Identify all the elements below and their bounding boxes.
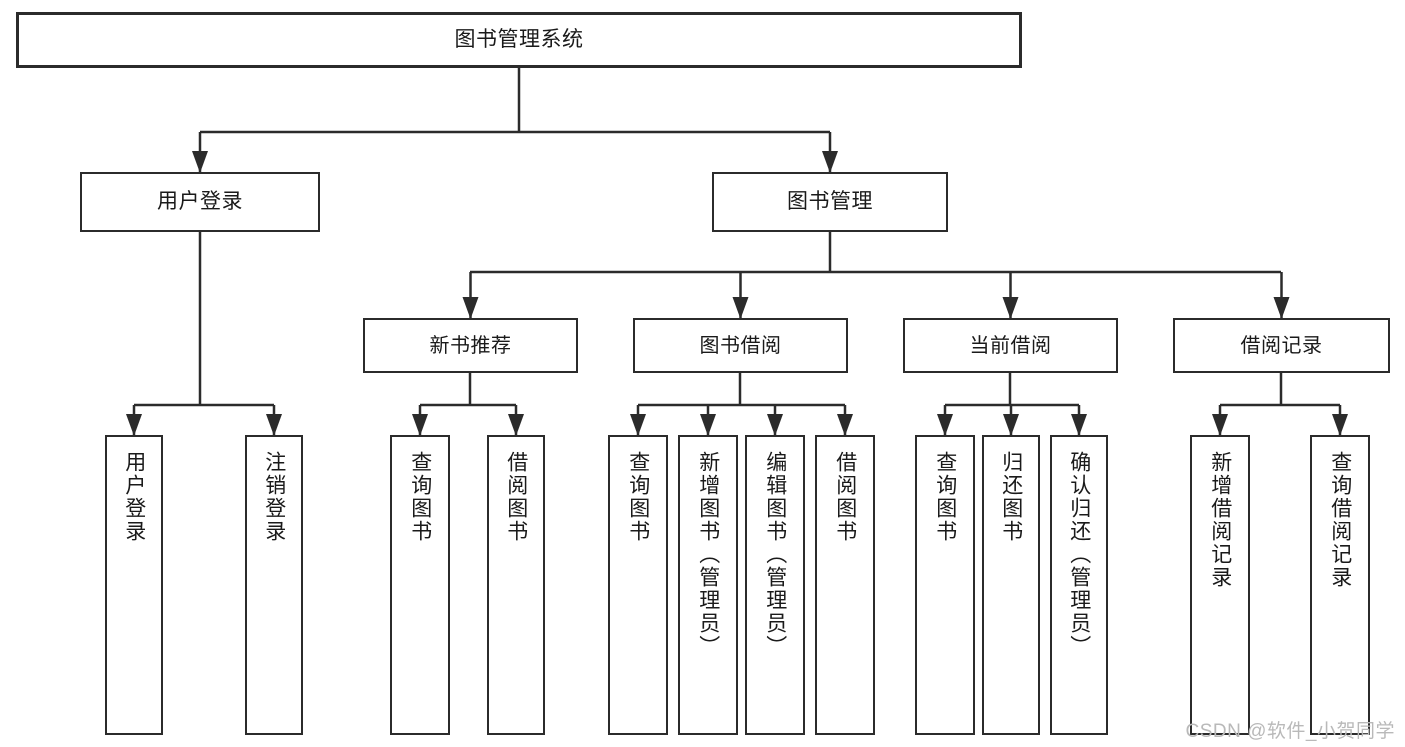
arrowhead-to-l-query1 — [412, 414, 428, 436]
node-label: 新书推荐 — [429, 334, 512, 357]
node-label: 查询图书 — [626, 451, 650, 543]
arrowhead-to-records — [1273, 297, 1290, 319]
node-label: 用户登录 — [157, 190, 243, 214]
watermark-label: CSDN @软件_小贺同学 — [1185, 721, 1395, 742]
node-label: 查询借阅记录 — [1328, 451, 1352, 589]
node-current[interactable]: 当前借阅 — [903, 318, 1118, 373]
node-l-edit[interactable]: 编辑图书（管理员） — [745, 435, 805, 735]
arrowhead-to-l-confirm — [1071, 414, 1087, 436]
node-label: 确认归还（管理员） — [1067, 451, 1091, 658]
arrowhead-to-newbook — [462, 297, 479, 319]
node-l-borrow2[interactable]: 借阅图书 — [815, 435, 875, 735]
node-l-logout[interactable]: 注销登录 — [245, 435, 303, 735]
node-label: 归还图书 — [999, 451, 1023, 543]
node-label: 借阅图书 — [833, 451, 857, 543]
node-bookmgmt[interactable]: 图书管理 — [712, 172, 948, 232]
node-l-borrow1[interactable]: 借阅图书 — [487, 435, 545, 735]
node-l-queryrec[interactable]: 查询借阅记录 — [1310, 435, 1370, 735]
node-label: 用户登录 — [122, 451, 146, 543]
node-l-query1[interactable]: 查询图书 — [390, 435, 450, 735]
arrowhead-to-l-add — [700, 414, 716, 436]
arrowhead-to-l-borrow2 — [837, 414, 853, 436]
node-l-addrec[interactable]: 新增借阅记录 — [1190, 435, 1250, 735]
node-records[interactable]: 借阅记录 — [1173, 318, 1390, 373]
node-label: 编辑图书（管理员） — [763, 451, 787, 658]
node-newbook[interactable]: 新书推荐 — [363, 318, 578, 373]
arrowhead-to-l-addrec — [1212, 414, 1228, 436]
node-borrow[interactable]: 图书借阅 — [633, 318, 848, 373]
node-l-query2[interactable]: 查询图书 — [608, 435, 668, 735]
arrowhead-to-l-query2 — [630, 414, 646, 436]
node-label: 当前借阅 — [969, 334, 1052, 357]
node-l-confirm[interactable]: 确认归还（管理员） — [1050, 435, 1108, 735]
arrowhead-to-bookmgmt — [822, 151, 838, 173]
arrowhead-to-l-query3 — [937, 414, 953, 436]
node-label: 图书管理系统 — [454, 28, 584, 52]
arrowhead-to-l-queryrec — [1332, 414, 1348, 436]
node-label: 图书借阅 — [699, 334, 782, 357]
arrowhead-to-l-login — [126, 414, 142, 436]
arrowhead-to-l-borrow1 — [508, 414, 524, 436]
node-label: 借阅图书 — [504, 451, 528, 543]
arrowhead-to-l-return — [1003, 414, 1019, 436]
node-label: 借阅记录 — [1240, 334, 1323, 357]
node-l-query3[interactable]: 查询图书 — [915, 435, 975, 735]
arrowhead-to-current — [1002, 297, 1019, 319]
node-label: 新增借阅记录 — [1208, 451, 1232, 589]
node-login[interactable]: 用户登录 — [80, 172, 320, 232]
node-label: 新增图书（管理员） — [696, 451, 720, 658]
arrowhead-to-login — [192, 151, 208, 173]
node-label: 注销登录 — [262, 451, 286, 543]
node-l-add[interactable]: 新增图书（管理员） — [678, 435, 738, 735]
node-label: 查询图书 — [933, 451, 957, 543]
arrowhead-to-l-logout — [266, 414, 282, 436]
node-l-login[interactable]: 用户登录 — [105, 435, 163, 735]
node-l-return[interactable]: 归还图书 — [982, 435, 1040, 735]
arrowhead-to-l-edit — [767, 414, 783, 436]
node-root[interactable]: 图书管理系统 — [16, 12, 1022, 68]
node-label: 查询图书 — [408, 451, 432, 543]
node-label: 图书管理 — [787, 190, 873, 214]
arrowhead-to-borrow — [732, 297, 749, 319]
